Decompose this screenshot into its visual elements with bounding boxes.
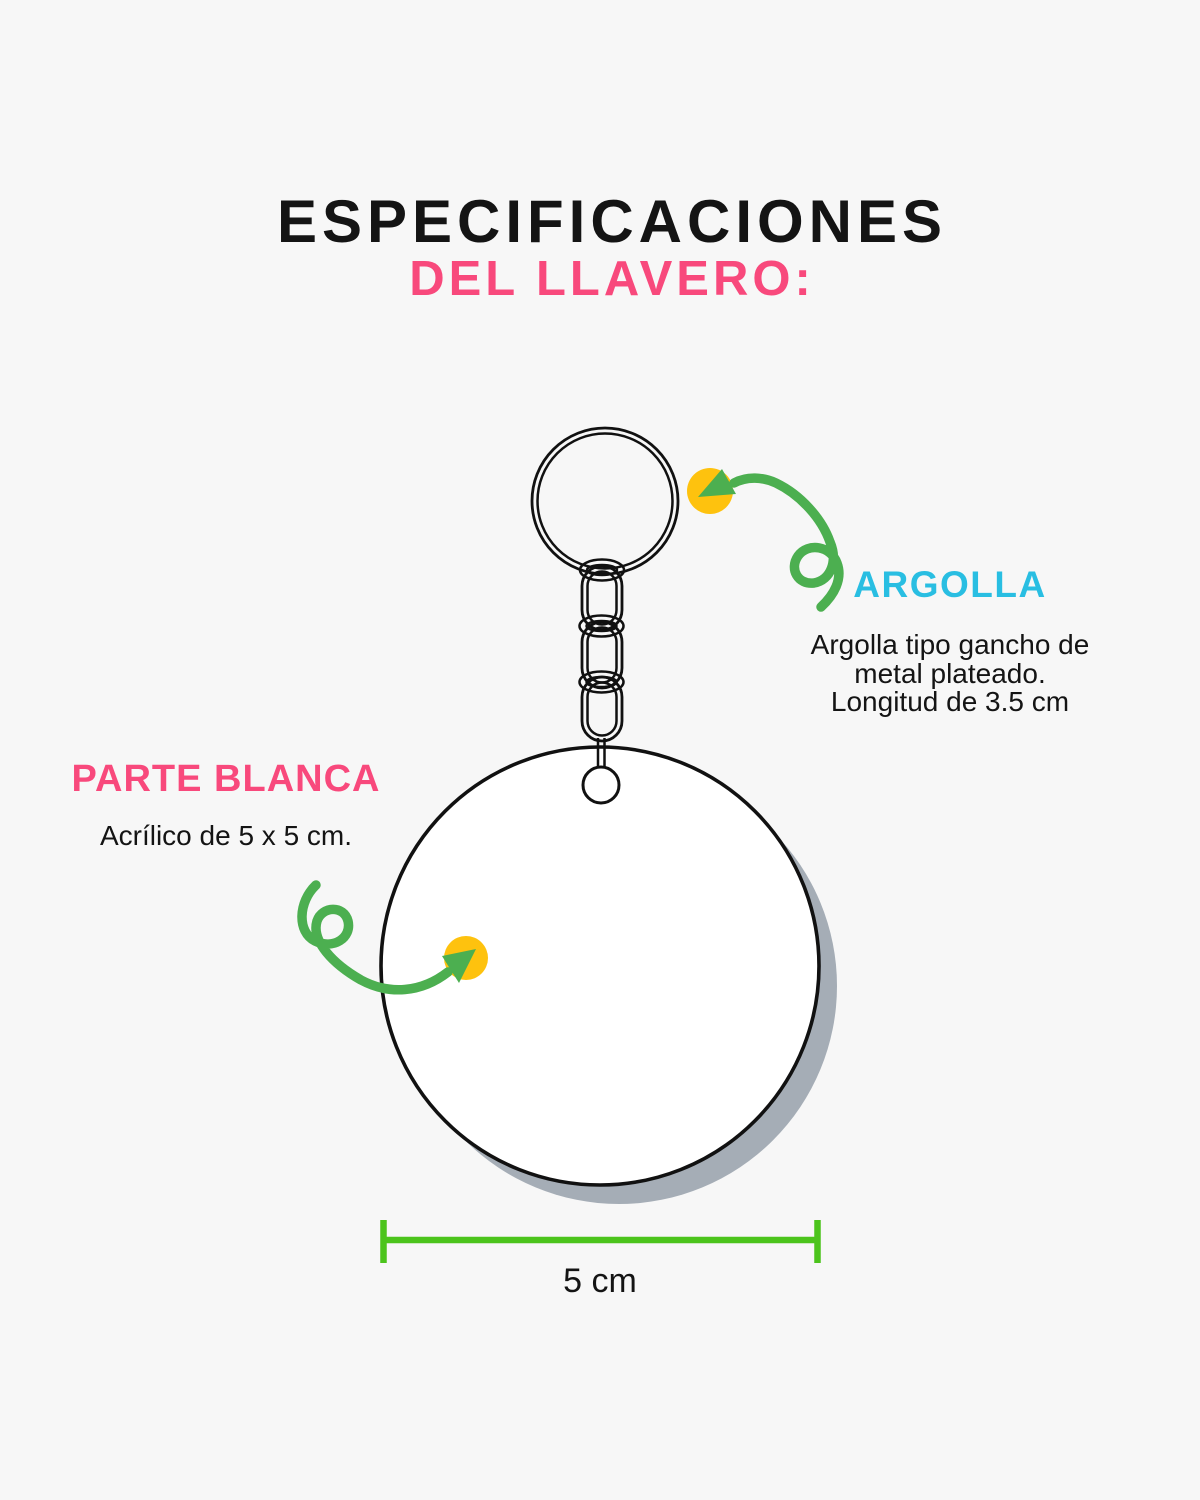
disc-hole <box>581 765 621 805</box>
chain-link-3-inner <box>586 681 618 737</box>
acrylic-disc <box>379 745 821 1187</box>
parte-blanca-label-block: PARTE BLANCA Acrílico de 5 x 5 cm. <box>55 760 397 851</box>
title-line-2: DEL LLAVERO: <box>409 252 815 306</box>
keyring <box>530 426 680 576</box>
argolla-description-line-3: Longitud de 3.5 cm <box>830 686 1070 717</box>
title-line-1: ESPECIFICACIONES <box>276 188 948 255</box>
chain <box>578 558 626 768</box>
parte-blanca-description-line: Acrílico de 5 x 5 cm. <box>99 820 353 851</box>
argolla-description-line-2: metal plateado. <box>854 657 1046 689</box>
junction-ellipse-2-inner <box>585 619 618 633</box>
junction-ellipse-1-outer <box>578 558 626 582</box>
parte-blanca-arrowhead-icon <box>442 949 476 983</box>
argolla-curly-arrow <box>698 469 844 612</box>
parte-blanca-description: Acrílico de 5 x 5 cm. <box>55 820 397 851</box>
keyring-outer-circle <box>530 426 680 576</box>
parte-blanca-heading: PARTE BLANCA <box>71 758 381 800</box>
junction-ellipse-3-inner <box>585 675 618 689</box>
argolla-description: Argolla tipo gancho de metal plateado. L… <box>768 629 1132 717</box>
parte-blanca-arrow-curve <box>297 880 453 995</box>
argolla-description-line-1: Argolla tipo gancho de <box>810 629 1090 660</box>
junction-ellipse-2-outer <box>578 614 625 638</box>
parte-blanca-curly-arrow <box>297 880 476 995</box>
keyring-inner-circle <box>536 432 674 570</box>
chain-link-1-inner <box>586 570 618 626</box>
junction-ellipse-1-inner <box>585 563 619 577</box>
page-title: ESPECIFICACIONES DEL LLAVERO: <box>12 190 1200 304</box>
junction-ellipse-3-outer <box>578 670 625 694</box>
argolla-heading: ARGOLLA <box>853 564 1047 605</box>
argolla-arrow-curve <box>729 473 844 612</box>
argolla-arrowhead-icon <box>698 469 736 497</box>
measurement-bracket <box>380 1220 821 1263</box>
measurement-label: 5 cm <box>563 1262 637 1300</box>
argolla-label-block: ARGOLLA Argolla tipo gancho de metal pla… <box>768 566 1132 717</box>
